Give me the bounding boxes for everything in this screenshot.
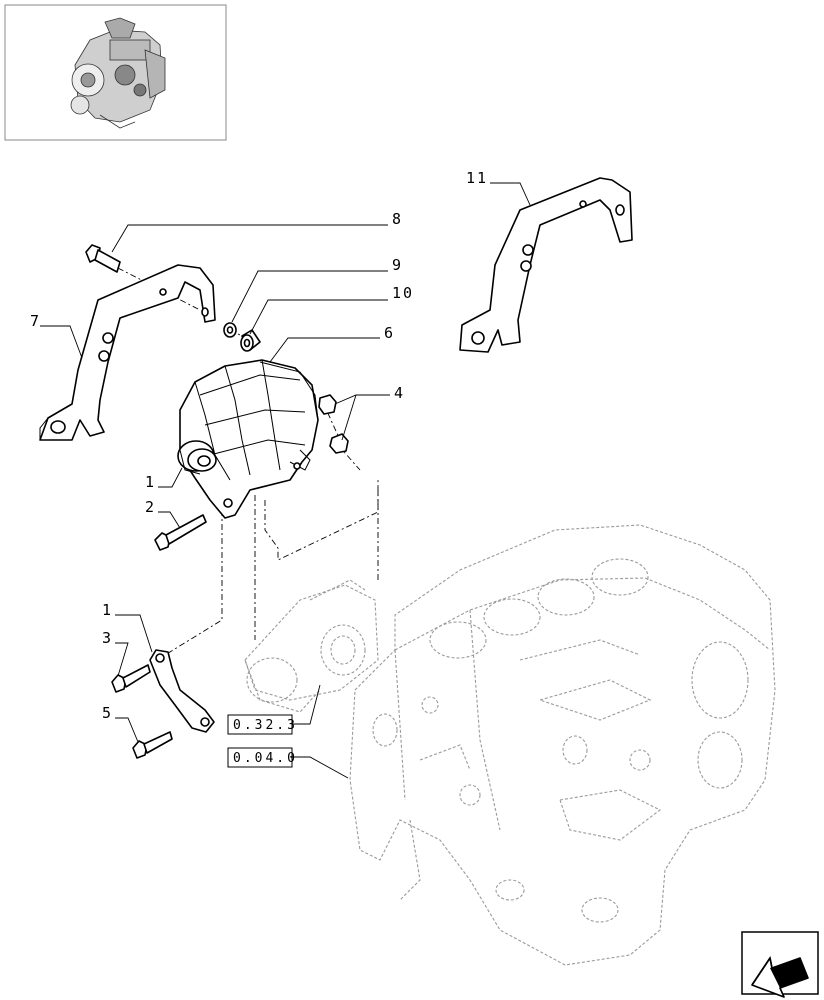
bracket-7[interactable] <box>39 264 216 441</box>
label-1-upper: 1 <box>145 473 156 491</box>
label-5: 5 <box>102 704 113 722</box>
label-2: 2 <box>145 498 156 516</box>
label-9: 9 <box>392 256 403 274</box>
reference-text-a: 0.32.3 <box>233 718 298 733</box>
label-10: 10 <box>392 284 414 302</box>
washer-9[interactable] <box>223 322 237 338</box>
leader-lines <box>40 182 531 779</box>
label-7: 7 <box>30 312 41 330</box>
bolt-3[interactable] <box>111 664 151 693</box>
bolt-2[interactable] <box>154 514 207 551</box>
label-1-lower: 1 <box>102 601 113 619</box>
engine-block-outline <box>244 524 776 966</box>
reference-box-b[interactable]: 0.04.0 <box>227 747 298 768</box>
previous-page-arrow-icon[interactable] <box>741 931 819 998</box>
label-11: 11 <box>466 169 488 187</box>
alternator-6[interactable] <box>177 359 319 519</box>
label-8: 8 <box>392 210 403 228</box>
label-4: 4 <box>394 384 405 402</box>
reference-text-b: 0.04.0 <box>233 751 298 766</box>
bracket-11[interactable] <box>459 177 633 353</box>
part-labels: 8 9 10 11 7 6 4 1 2 1 3 5 <box>30 169 488 722</box>
link-plate-1[interactable] <box>149 649 215 733</box>
nut-4[interactable] <box>318 394 349 454</box>
bolt-8[interactable] <box>85 244 121 273</box>
label-6: 6 <box>384 324 395 342</box>
reference-box-a[interactable]: 0.32.3 <box>227 714 298 735</box>
label-3: 3 <box>102 629 113 647</box>
engine-thumbnail-icon[interactable] <box>4 4 227 141</box>
spacer-10[interactable] <box>240 329 261 352</box>
bolt-5[interactable] <box>132 731 173 759</box>
